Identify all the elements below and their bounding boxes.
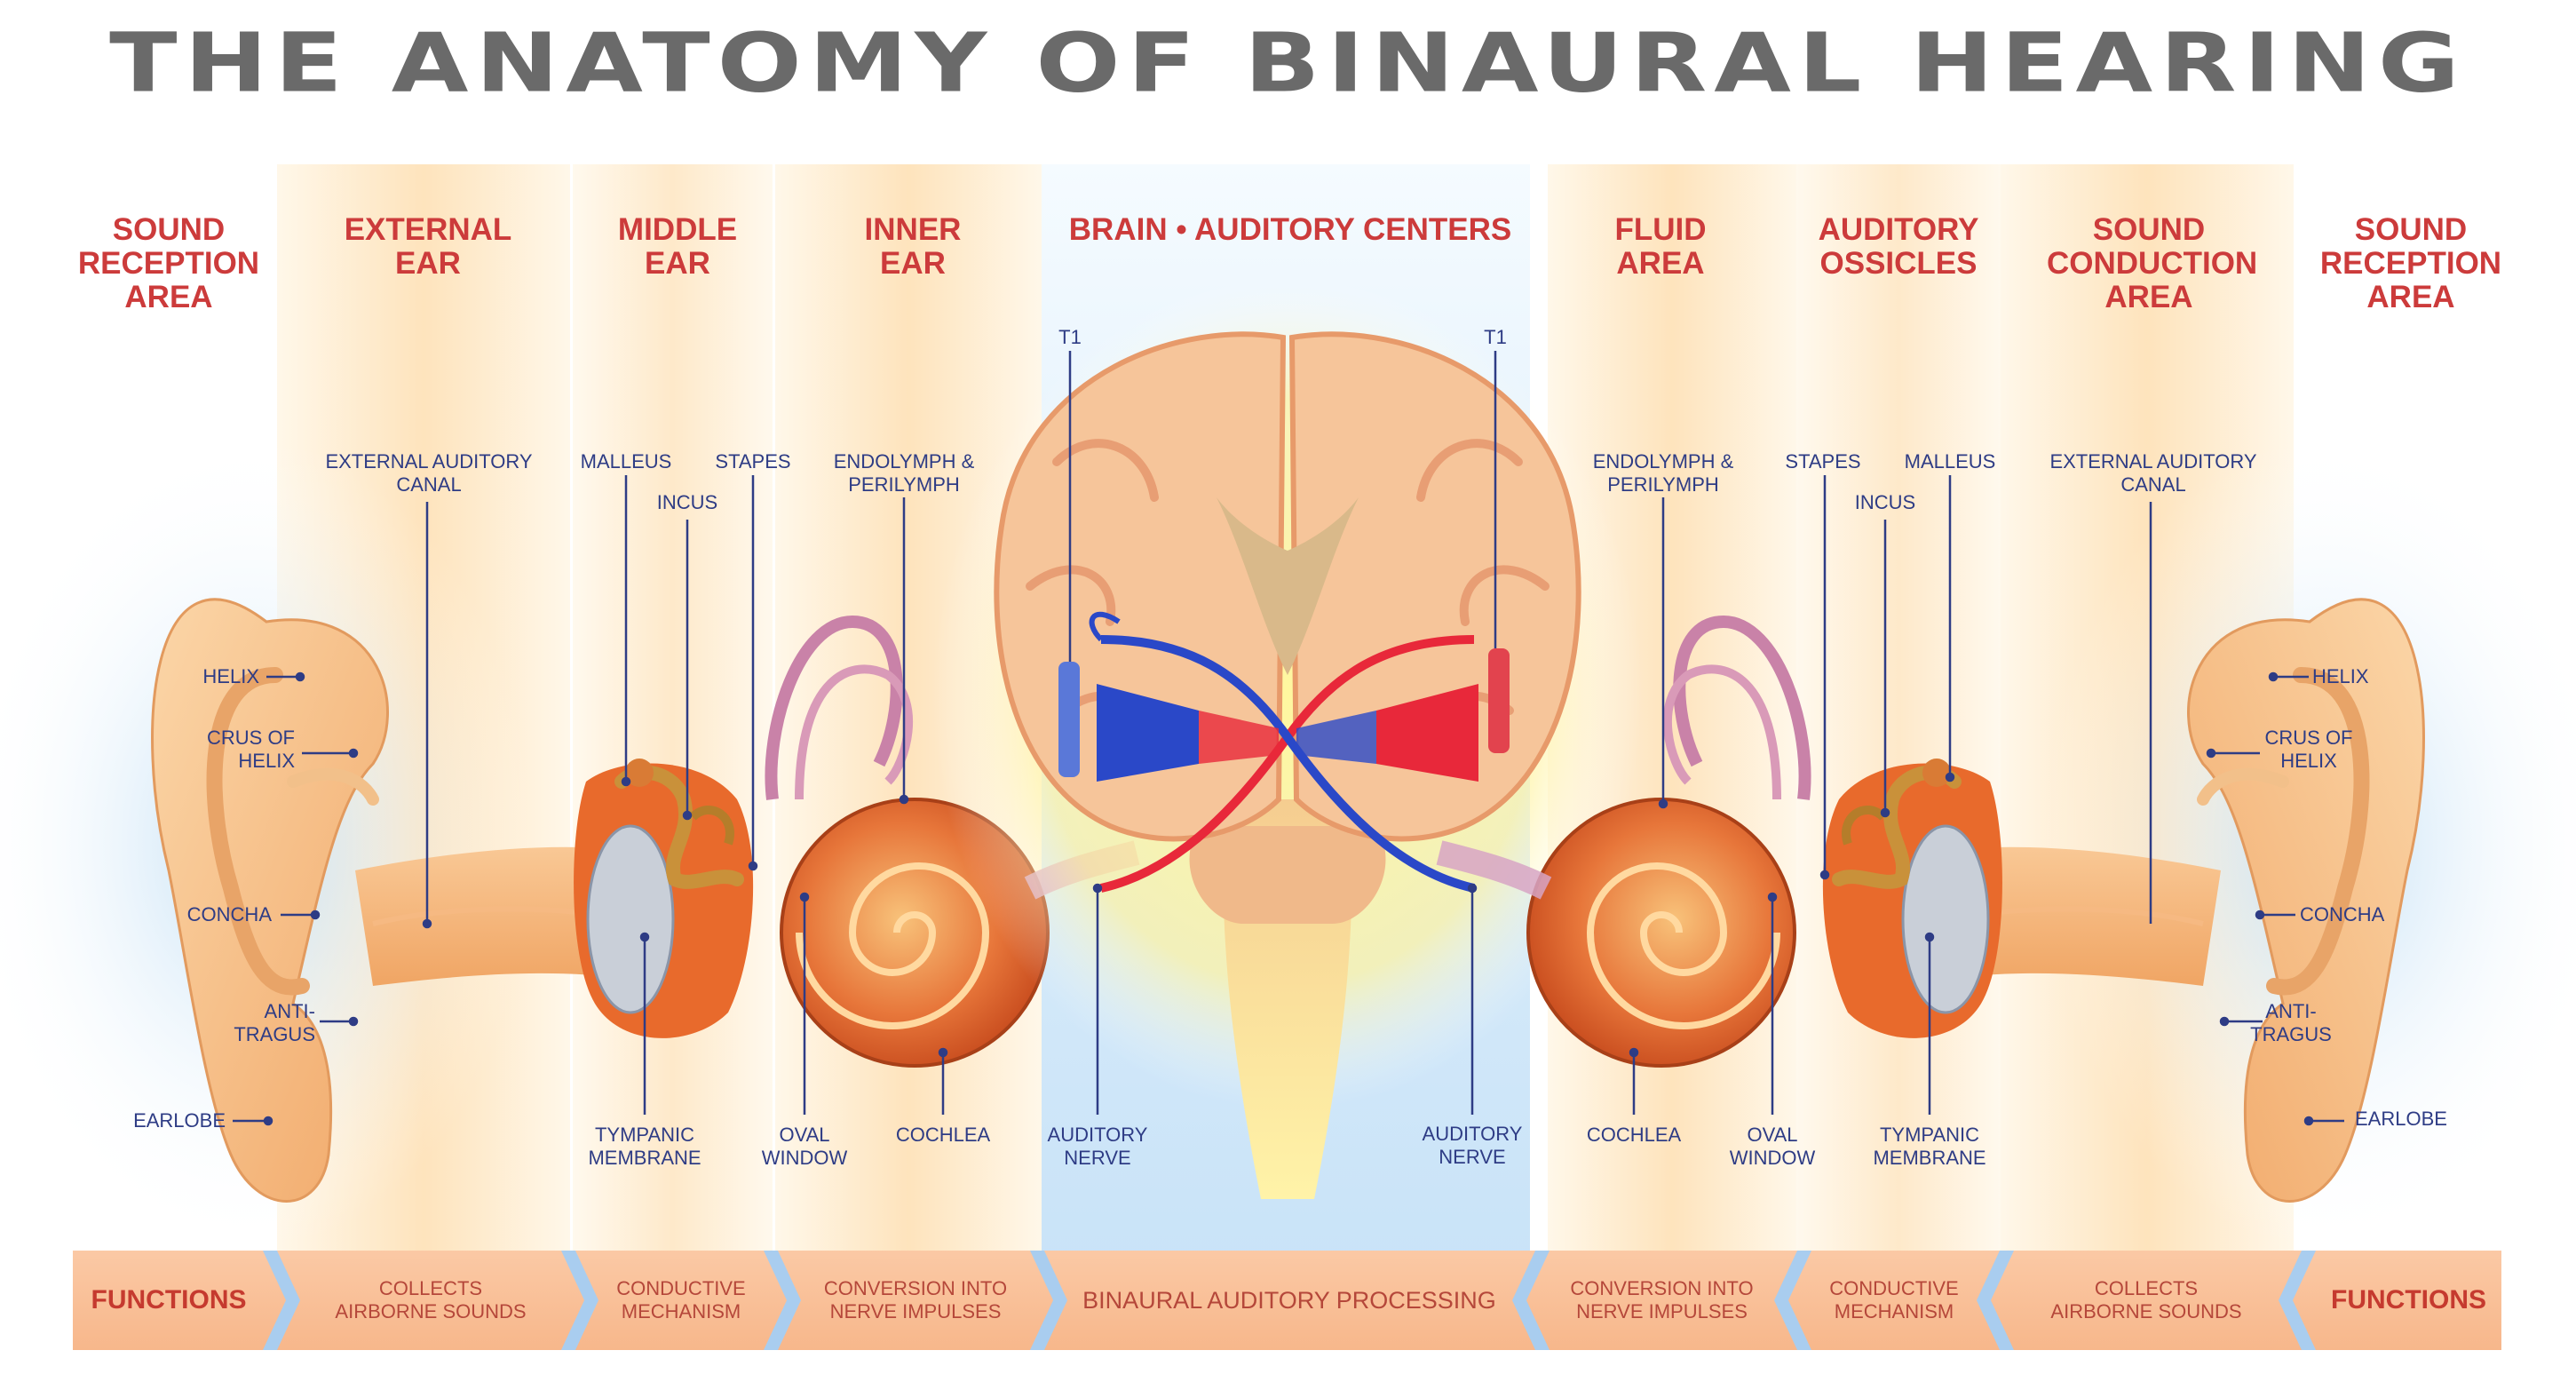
heading-left-sound-reception: SOUND RECEPTION AREA: [77, 212, 260, 314]
function-center-binaural: BINAURAL AUDITORY PROCESSING: [1082, 1287, 1496, 1314]
label-right-stapes: STAPES: [1785, 450, 1861, 473]
heading-brain: BRAIN • AUDITORY CENTERS: [1068, 212, 1512, 247]
heading-right-fluid-area: FLUID AREA: [1614, 212, 1707, 281]
label-left-stapes: STAPES: [715, 450, 791, 473]
label-left-external-auditory-canal: EXTERNAL AUDITORY CANAL: [325, 450, 533, 496]
functions-bar-dividers: [263, 1251, 2316, 1350]
function-right-label: FUNCTIONS: [2331, 1285, 2486, 1315]
label-right-external-auditory-canal: EXTERNAL AUDITORY CANAL: [2049, 450, 2257, 496]
leader-lines: [233, 351, 2344, 1126]
band-middle-ear-left: [573, 164, 773, 1261]
label-right-concha: CONCHA: [2300, 903, 2385, 925]
left-middle-ear: [574, 759, 754, 1038]
label-right-oval-window: OVAL WINDOW: [1729, 1124, 1816, 1169]
heading-right-sound-conduction: SOUND CONDUCTION AREA: [2047, 212, 2258, 314]
function-left-collects: COLLECTS AIRBORNE SOUNDS: [335, 1277, 527, 1323]
label-left-helix: HELIX: [202, 665, 259, 687]
left-outer-ear: [151, 598, 613, 1203]
label-left-auditory-nerve: AUDITORY NERVE: [1047, 1124, 1148, 1169]
label-left-earlobe: EARLOBE: [133, 1109, 226, 1132]
label-left-cochlea: COCHLEA: [895, 1124, 991, 1146]
label-right-endolymph-perilymph: ENDOLYMPH & PERILYMPH: [1592, 450, 1734, 496]
function-right-conductive: CONDUCTIVE MECHANISM: [1829, 1277, 1959, 1323]
functions-bar: [73, 1251, 2501, 1350]
band-ossicles-right: [1796, 164, 2001, 1261]
label-right-tympanic-membrane: TYMPANIC MEMBRANE: [1873, 1124, 1986, 1169]
heading-left-external-ear: EXTERNAL EAR: [344, 212, 512, 281]
heading-left-middle-ear: MIDDLE EAR: [617, 212, 738, 281]
label-left-oval-window: OVAL WINDOW: [761, 1124, 848, 1169]
heading-left-inner-ear: INNER EAR: [864, 212, 962, 281]
label-right-earlobe: EARLOBE: [2355, 1108, 2447, 1130]
label-right-malleus: MALLEUS: [1904, 450, 1996, 473]
heading-right-auditory-ossicles: AUDITORY OSSICLES: [1818, 212, 1979, 281]
function-left-conductive: CONDUCTIVE MECHANISM: [616, 1277, 746, 1323]
heading-right-sound-reception: SOUND RECEPTION AREA: [2319, 212, 2502, 314]
label-right-cochlea: COCHLEA: [1586, 1124, 1682, 1146]
function-left-conversion: CONVERSION INTO NERVE IMPULSES: [823, 1277, 1008, 1323]
label-left-anti-tragus: ANTI- TRAGUS: [234, 1000, 315, 1045]
label-right-helix: HELIX: [2312, 665, 2369, 687]
label-left-endolymph-perilymph: ENDOLYMPH & PERILYMPH: [833, 450, 975, 496]
label-right-incus: INCUS: [1854, 491, 1916, 513]
function-right-conversion: CONVERSION INTO NERVE IMPULSES: [1570, 1277, 1754, 1323]
label-right-auditory-nerve: AUDITORY NERVE: [1422, 1123, 1523, 1168]
right-middle-ear: [1822, 759, 2002, 1038]
label-left-tympanic-membrane: TYMPANIC MEMBRANE: [588, 1124, 701, 1169]
function-left-label: FUNCTIONS: [91, 1285, 247, 1315]
function-right-collects: COLLECTS AIRBORNE SOUNDS: [2050, 1277, 2242, 1323]
label-left-incus: INCUS: [656, 491, 718, 513]
label-right-anti-tragus: ANTI- TRAGUS: [2250, 1000, 2332, 1045]
brain: [994, 331, 1581, 1199]
right-ear-group: [1436, 598, 2425, 1203]
right-outer-ear: [1963, 598, 2425, 1203]
page-title: THE ANATOMY OF BINAURAL HEARING: [109, 16, 2467, 111]
label-left-crus-of-helix: CRUS OF HELIX: [207, 727, 295, 772]
label-right-crus-of-helix: CRUS OF HELIX: [2264, 727, 2353, 772]
right-inner-ear: [1436, 615, 1811, 1068]
label-right-t1: T1: [1484, 326, 1507, 348]
label-left-malleus: MALLEUS: [580, 450, 672, 473]
label-left-concha: CONCHA: [186, 903, 272, 925]
label-left-t1: T1: [1058, 326, 1082, 348]
